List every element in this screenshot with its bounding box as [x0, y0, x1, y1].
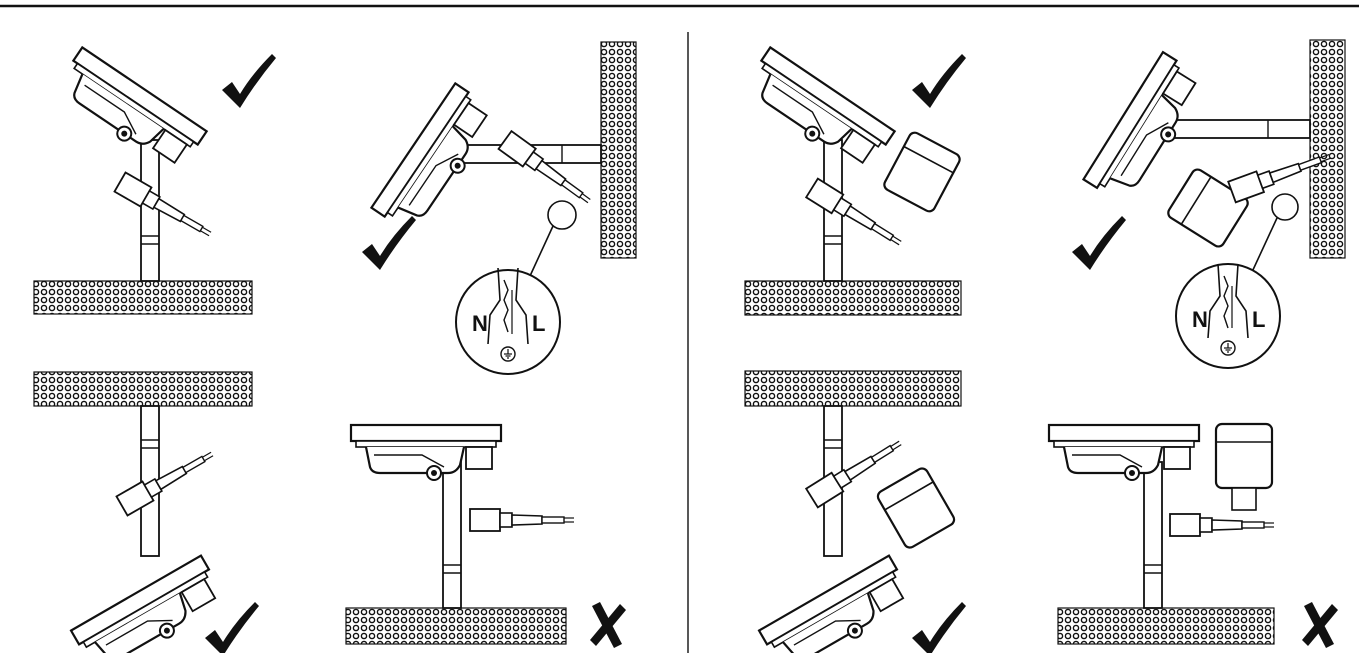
flood-light [69, 554, 230, 653]
cable-gland [115, 443, 219, 517]
cable-gland [1169, 513, 1275, 537]
ceiling-surface [33, 371, 253, 407]
mount-pole [140, 139, 160, 282]
cable-gland [113, 171, 217, 245]
cross-mark-icon [1302, 602, 1338, 648]
flood-light [738, 46, 896, 179]
flood-light [349, 423, 503, 482]
panel-right-top-wall: N L [1072, 39, 1346, 369]
live-label: L [532, 311, 545, 336]
check-mark-icon [912, 602, 966, 653]
cross-mark-icon [590, 602, 626, 648]
junction-box [881, 129, 963, 215]
panel-left-top-ground [33, 46, 276, 315]
neutral-label: N [1192, 307, 1208, 332]
ground-surface [33, 280, 253, 315]
detail-marker [1271, 193, 1299, 221]
cable-gland [469, 508, 575, 532]
ceiling-surface [744, 370, 962, 407]
junction-box [874, 465, 958, 551]
mount-arm [1167, 119, 1311, 139]
flood-light [50, 46, 208, 179]
junction-box [1214, 422, 1274, 490]
cable-gland [497, 130, 597, 211]
panel-left-top-wall: N L [362, 41, 637, 375]
flood-light [1047, 423, 1201, 482]
flood-light [757, 554, 918, 653]
wiring-detail: N L [1175, 263, 1281, 369]
mount-pole [442, 461, 462, 609]
wiring-detail: N L [455, 267, 561, 375]
ground-surface [1057, 607, 1275, 645]
wall-surface [1309, 39, 1346, 259]
check-mark-icon [205, 602, 259, 653]
ground-symbol-icon [500, 346, 516, 362]
check-mark-icon [362, 216, 416, 270]
mount-pole [1143, 461, 1163, 609]
ground-symbol-icon [1220, 340, 1236, 356]
ground-surface [744, 280, 962, 316]
live-label: L [1252, 307, 1265, 332]
check-mark-icon [912, 54, 966, 108]
neutral-label: N [472, 311, 488, 336]
ground-surface [345, 607, 567, 645]
panel-right-bottom-horizontal [1047, 422, 1338, 648]
panel-right-bottom-ceiling [744, 370, 966, 653]
wall-surface [600, 41, 637, 259]
detail-marker [547, 200, 577, 230]
check-mark-icon [222, 54, 276, 108]
panel-right-top-ground [738, 46, 966, 316]
panel-left-bottom-horizontal [345, 423, 626, 648]
panel-left-bottom-ceiling [33, 371, 259, 653]
check-mark-icon [1072, 216, 1126, 270]
